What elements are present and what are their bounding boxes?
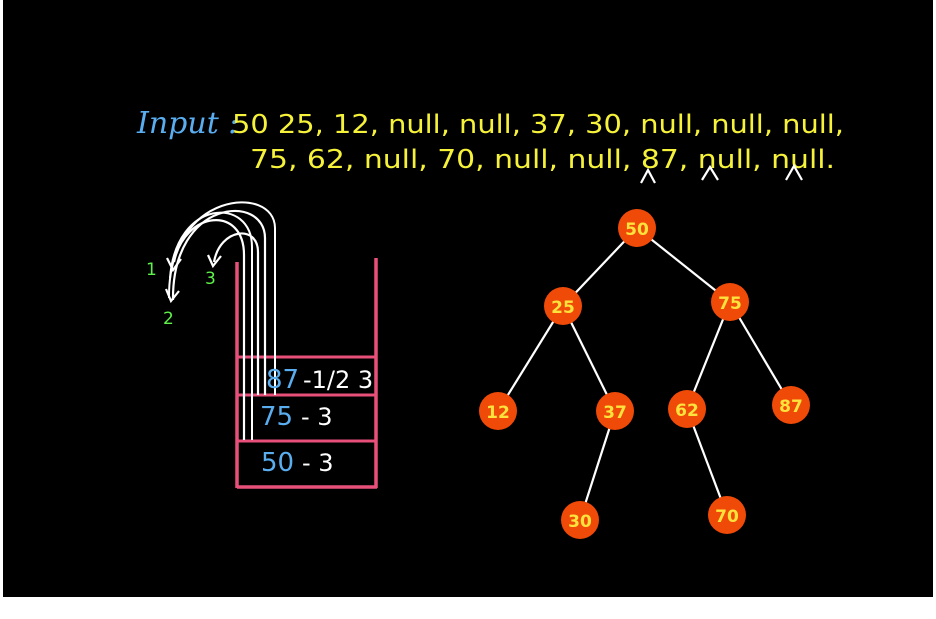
tree-node-label: 70	[715, 507, 739, 527]
arrow-label-1: 1	[146, 260, 157, 280]
tree-node: 25	[544, 287, 582, 325]
stack-diagram: 1 2 3 87 -1/2 3 75 - 3 50 - 3	[146, 201, 378, 489]
caret-mark	[701, 164, 719, 181]
tree-node-circle	[561, 501, 599, 539]
tree-node-label: 62	[675, 401, 699, 421]
stack-bottom-steps: - 3	[302, 449, 334, 477]
tree-node: 87	[772, 386, 810, 424]
tree-edge	[729, 301, 792, 406]
tree-node-circle	[596, 392, 634, 430]
pop-arrow-3	[212, 232, 260, 395]
tree-edge	[578, 410, 617, 521]
input-line-2: 75, 62, null, 70, null, null, 87, null, …	[250, 145, 835, 175]
stack-top-node: 87	[266, 365, 299, 395]
tree-node: 12	[479, 392, 517, 430]
arrow-label-2: 2	[163, 309, 174, 329]
tree-node: 50	[618, 209, 656, 247]
input-text: Input : 50 25, 12, null, null, 37, 30, n…	[136, 106, 844, 184]
tree-node-label: 30	[568, 512, 592, 532]
stack-middle-steps: - 3	[301, 403, 333, 431]
tree-node-circle	[544, 287, 582, 325]
tree-node-circle	[479, 392, 517, 430]
tree-edge	[562, 305, 616, 412]
tree-node: 75	[711, 283, 749, 321]
tree-node-label: 25	[551, 298, 575, 318]
tree-node-circle	[772, 386, 810, 424]
binary-tree: 50 25 75 12 37 62 87 30	[479, 209, 810, 539]
caret-mark	[640, 167, 656, 184]
caret-mark	[785, 163, 803, 181]
tree-edge	[636, 227, 731, 303]
input-label: Input :	[136, 106, 238, 141]
tree-edge	[497, 305, 564, 412]
tree-node-label: 87	[779, 397, 803, 417]
tree-node-label: 75	[718, 294, 742, 314]
tree-node: 62	[668, 390, 706, 428]
tree-node: 70	[708, 496, 746, 534]
tree-edge	[685, 301, 732, 410]
board-background	[3, 0, 933, 597]
tree-node-circle	[711, 283, 749, 321]
tree-node-label: 37	[603, 403, 627, 423]
stack-top-steps: -1/2 3	[303, 366, 373, 394]
tree-node-label: 12	[486, 403, 510, 423]
pop-arrow-2	[167, 201, 276, 395]
tree-node-circle	[708, 496, 746, 534]
arrow-head	[166, 257, 182, 273]
tree-node: 37	[596, 392, 634, 430]
stack-middle-node: 75	[260, 402, 293, 432]
arrow-head	[164, 288, 180, 304]
tree-node-circle	[618, 209, 656, 247]
arrow-label-3: 3	[205, 269, 216, 289]
input-line-1: 50 25, 12, null, null, 37, 30, null, nul…	[232, 110, 844, 140]
tree-node-label: 50	[625, 220, 649, 240]
stack-bottom-node: 50	[261, 448, 294, 478]
tree-node-circle	[668, 390, 706, 428]
arrow-head	[206, 254, 222, 269]
tree-node: 30	[561, 501, 599, 539]
